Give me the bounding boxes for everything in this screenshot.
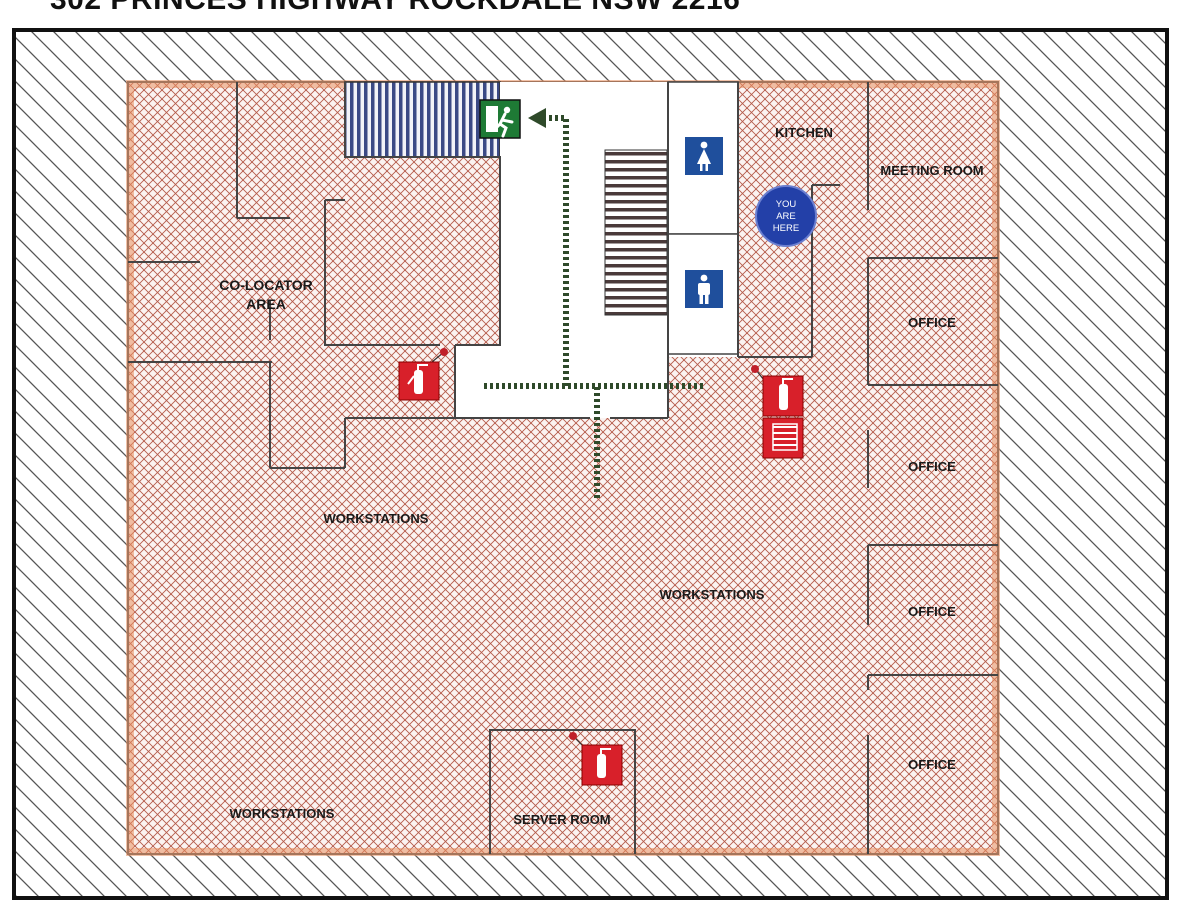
room-label-office-2: OFFICE [908, 459, 956, 474]
central-stairs [604, 149, 668, 316]
you-are-here-marker: YOU ARE HERE [755, 185, 817, 247]
fire-extinguisher-icon [751, 365, 804, 417]
room-label-office-1: OFFICE [908, 315, 956, 330]
evacuation-path [484, 115, 706, 498]
stairwell-north [344, 81, 501, 158]
room-label-colocator: CO-LOCATOR [219, 277, 313, 293]
room-label-office-4: OFFICE [908, 757, 956, 772]
room-label-workstations-1: WORKSTATIONS [324, 511, 429, 526]
room-label-colocator-area: AREA [246, 296, 286, 312]
male-restroom-icon [685, 270, 723, 308]
fire-extinguisher-icon [398, 348, 448, 401]
room-label-office-3: OFFICE [908, 604, 956, 619]
female-restroom-icon [685, 137, 723, 175]
room-label-meeting-room: MEETING ROOM [880, 163, 983, 178]
fire-extinguisher-icon [569, 732, 623, 786]
room-label-workstations-2: WORKSTATIONS [660, 587, 765, 602]
building-address: 302 PRINCES HIGHWAY ROCKDALE NSW 2216 [50, 0, 740, 17]
you-are-here-line1: YOU [776, 199, 797, 210]
room-label-kitchen: KITCHEN [775, 125, 833, 140]
room-label-server-room: SERVER ROOM [513, 812, 610, 827]
exit-arrow-icon [528, 108, 546, 128]
exit-sign-icon [479, 99, 521, 139]
you-are-here-line2: ARE [776, 211, 796, 222]
fire-hose-reel-icon [762, 417, 804, 459]
room-label-workstations-3: WORKSTATIONS [230, 806, 335, 821]
you-are-here-line3: HERE [773, 223, 799, 234]
interior-walls [128, 82, 998, 854]
